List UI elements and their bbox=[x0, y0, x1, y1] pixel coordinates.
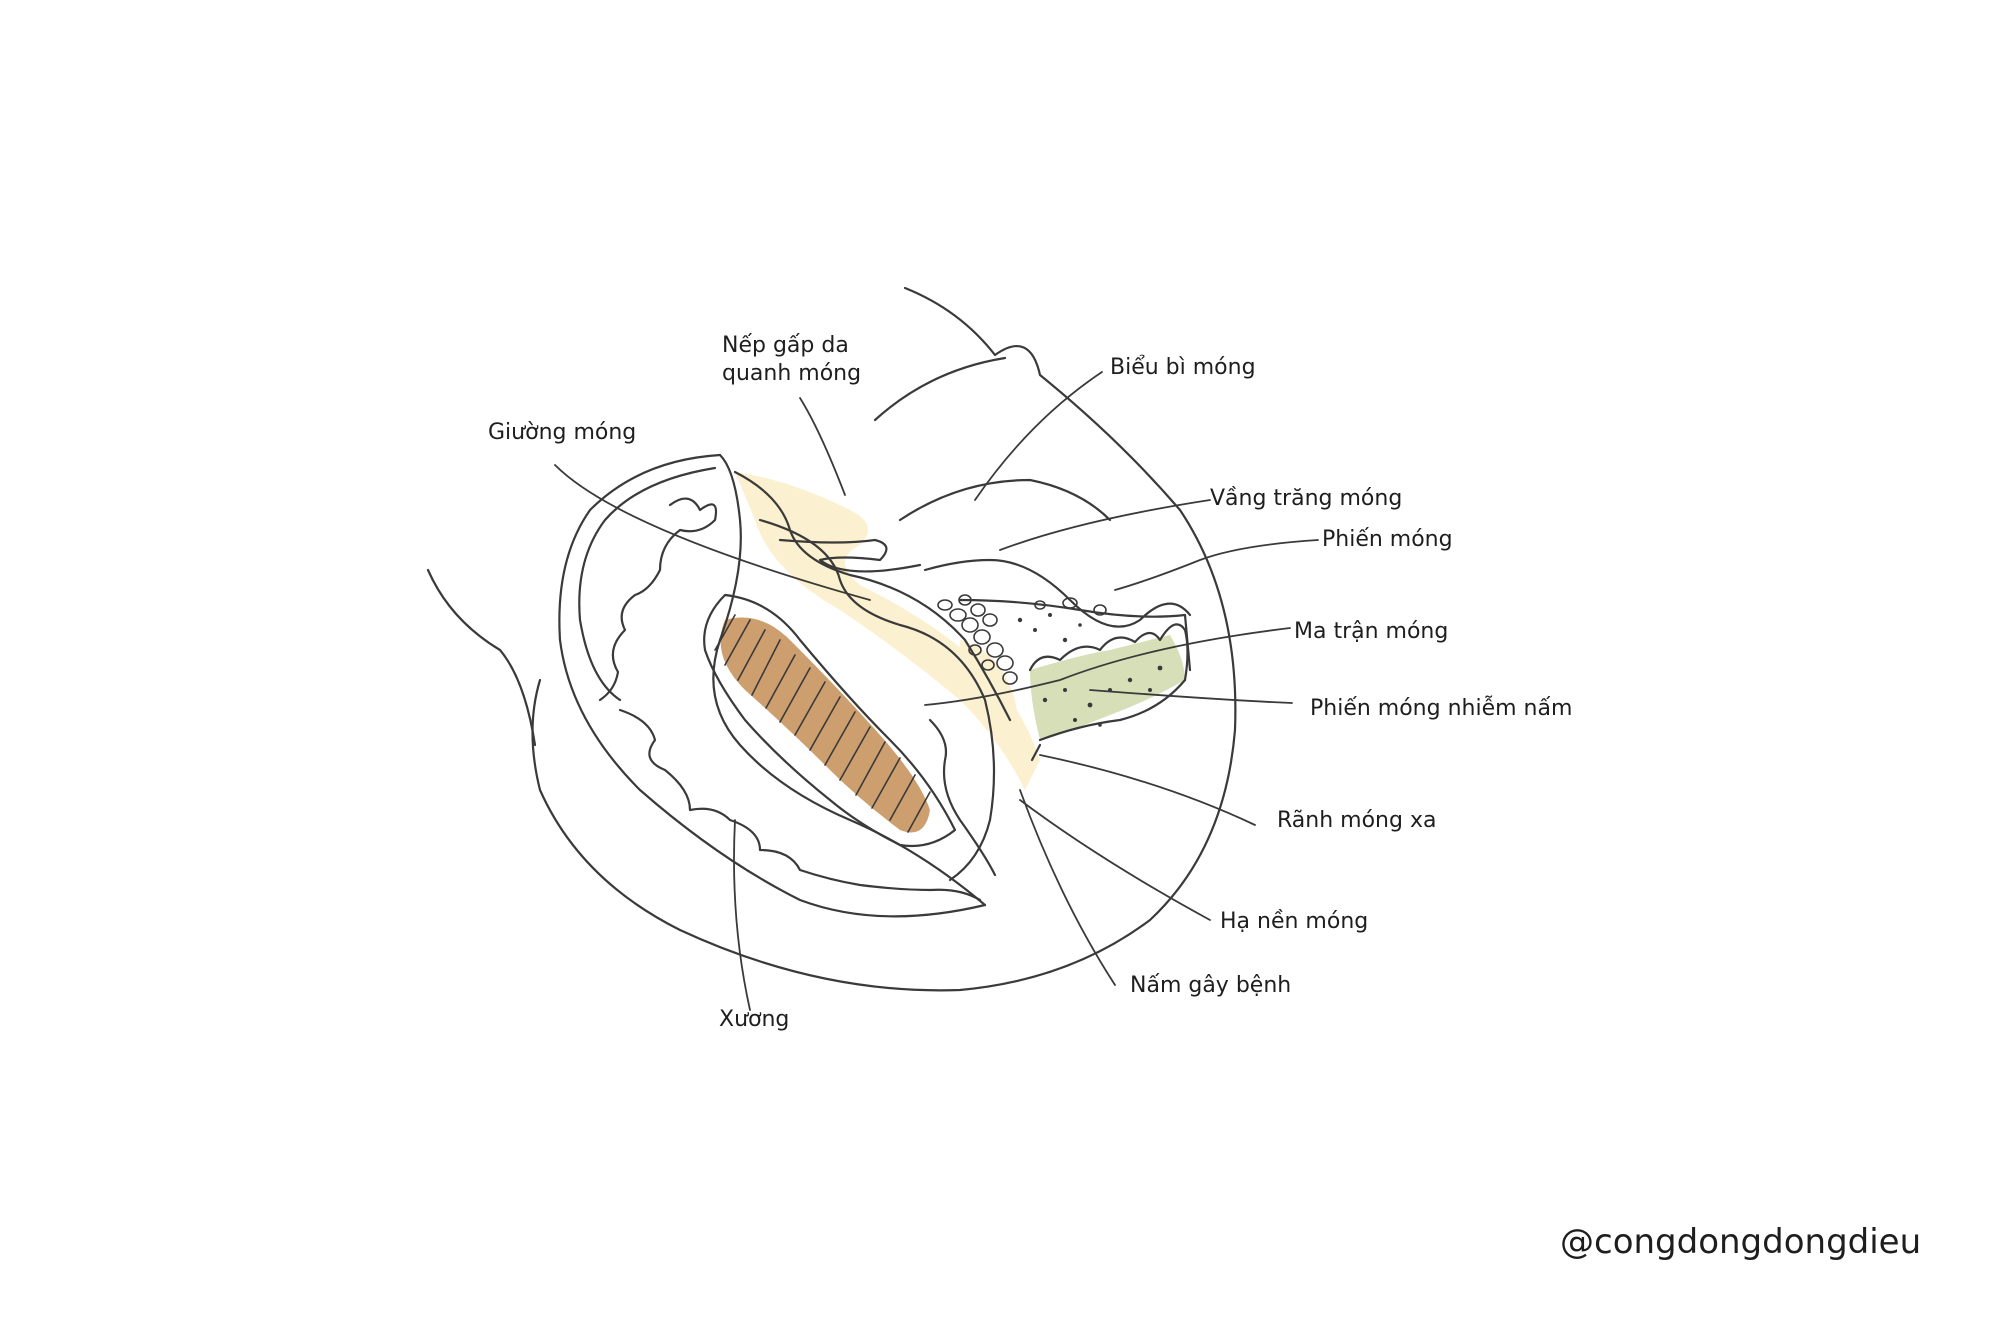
nail-plate-upper bbox=[923, 558, 1192, 628]
cross-section-oval bbox=[558, 453, 987, 918]
matrix-cells bbox=[937, 594, 1018, 685]
leader-ha-nen-mong bbox=[1019, 799, 1211, 921]
leader-ranh-mong-xa bbox=[1039, 754, 1256, 826]
finger-outline bbox=[531, 286, 1237, 992]
label-phien-mong: Phiến móng bbox=[1322, 527, 1453, 552]
leader-phien-mong bbox=[1114, 539, 1319, 591]
bone-inner-outline bbox=[703, 593, 957, 848]
fungal-plate-fill bbox=[1030, 635, 1185, 740]
fungal-wavy-edge bbox=[1028, 623, 1189, 682]
label-xuong: Xương bbox=[719, 1007, 790, 1032]
matrix-wavy-line bbox=[928, 718, 997, 877]
label-nam-gay-benh: Nấm gây bệnh bbox=[1130, 973, 1292, 998]
label-phien-mong-nhiem-nam: Phiến móng nhiễm nấm bbox=[1310, 696, 1573, 721]
nail-bed-yellow-highlight bbox=[735, 472, 1040, 790]
leader-xuong bbox=[733, 819, 751, 1011]
wavy-lower-edge bbox=[618, 708, 982, 902]
watermark-handle: @congdongdongdieu bbox=[1560, 1222, 1922, 1262]
fungal-lower-edge bbox=[1038, 678, 1187, 742]
fungal-specks bbox=[1017, 613, 1163, 727]
leader-nam-gay-benh bbox=[1019, 789, 1116, 986]
label-vang-trang-mong: Vầng trăng móng bbox=[1210, 486, 1403, 511]
label-nep-gap-da-line2: quanh móng bbox=[722, 361, 862, 386]
leader-nep-gap-da bbox=[799, 397, 846, 496]
bone-shape bbox=[720, 617, 930, 833]
leader-vang-trang-mong bbox=[999, 499, 1211, 551]
label-bieu-bi-mong: Biểu bì móng bbox=[1110, 355, 1256, 380]
lunula-curve bbox=[898, 478, 1112, 522]
cross-section-inner-oval bbox=[578, 466, 717, 702]
nail-tip-line bbox=[1030, 743, 1042, 762]
label-ma-tran-mong: Ma trận móng bbox=[1294, 619, 1449, 644]
nail-bed-yellow-lower bbox=[960, 640, 1030, 780]
eponychium-fold bbox=[778, 538, 922, 573]
leader-phien-mong-nhiem-nam bbox=[1089, 689, 1293, 704]
leader-giuong-mong bbox=[554, 464, 871, 601]
finger-left-edge bbox=[426, 568, 537, 747]
fungal-spores bbox=[1034, 597, 1107, 616]
bone-hatching bbox=[714, 614, 931, 833]
nail-bed-middle-line bbox=[758, 518, 996, 882]
label-nep-gap-da: Nếp gấp da quanh móng bbox=[722, 332, 861, 388]
wavy-inner-edge bbox=[598, 497, 718, 702]
leader-bieu-bi-mong bbox=[974, 371, 1103, 501]
finger-top-curve bbox=[873, 356, 1007, 422]
label-ha-nen-mong: Hạ nền móng bbox=[1220, 909, 1369, 934]
nail-plate-top bbox=[958, 598, 1192, 672]
label-nep-gap-da-line1: Nếp gấp da bbox=[722, 333, 849, 358]
label-ranh-mong-xa: Rãnh móng xa bbox=[1277, 808, 1437, 833]
nail-bed-upper-line bbox=[733, 470, 1012, 722]
label-giuong-mong: Giường móng bbox=[488, 420, 637, 445]
leader-ma-tran-mong bbox=[924, 627, 1291, 706]
